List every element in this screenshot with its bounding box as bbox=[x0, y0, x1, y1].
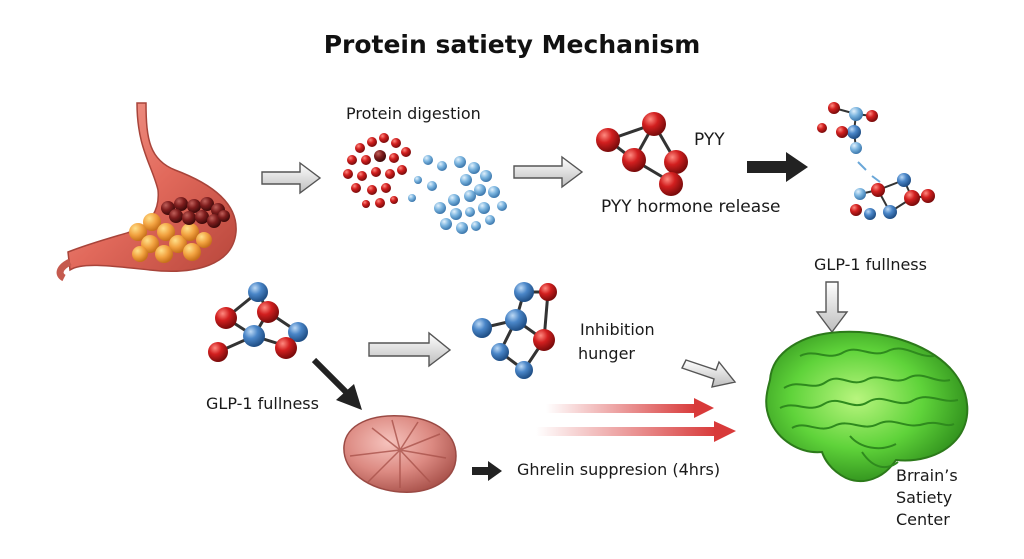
pyy-release-label: PYY hormone release bbox=[601, 197, 781, 217]
red-arrow-lower bbox=[536, 421, 736, 442]
intestine-illustration bbox=[343, 415, 457, 493]
pyy-molecule bbox=[596, 112, 688, 196]
inhibition-label: Inhibition bbox=[580, 320, 655, 339]
dark-protein-cluster bbox=[161, 197, 230, 228]
glp1-fullness-left-label: GLP-1 fullness bbox=[206, 394, 319, 413]
brain-label-line2: Satiety bbox=[896, 488, 953, 507]
brain-illustration bbox=[765, 330, 969, 483]
arrow-inhibition-to-brain bbox=[681, 359, 737, 388]
protein-digestion-label: Protein digestion bbox=[346, 104, 481, 123]
ghrelin-suppression-label: Ghrelin suppresion (4hrs) bbox=[517, 460, 721, 479]
arrow-pyy-to-glp1 bbox=[747, 152, 808, 182]
glp1-fullness-right-label: GLP-1 fullness bbox=[814, 255, 927, 274]
glp1-molecule-lower bbox=[850, 173, 935, 220]
glp1-molecule-left bbox=[208, 282, 308, 362]
red-amino-cluster bbox=[343, 133, 411, 208]
arrow-digestion-to-pyy bbox=[513, 155, 584, 189]
arrow-to-ghrelin bbox=[472, 461, 502, 481]
stomach-illustration bbox=[56, 102, 237, 282]
arrow-glp1-to-inhibition bbox=[368, 331, 452, 368]
pyy-label: PYY bbox=[694, 130, 725, 150]
glp1-molecule-upper bbox=[817, 102, 881, 183]
diagram-title: Protein satiety Mechanism bbox=[323, 30, 701, 59]
inhibition-molecule bbox=[472, 282, 557, 379]
brain-label-line1: Brrain’s bbox=[896, 466, 958, 485]
fat-cluster bbox=[129, 213, 212, 263]
hunger-label: hunger bbox=[578, 344, 635, 363]
brain-label-line3: Center bbox=[896, 510, 950, 529]
blue-amino-cluster bbox=[408, 155, 507, 234]
arrow-stomach-to-digestion bbox=[261, 161, 322, 195]
arrow-down-to-brain bbox=[815, 281, 849, 334]
red-arrow-upper bbox=[546, 398, 714, 418]
arrow-glp1-to-intestine bbox=[311, 357, 362, 410]
